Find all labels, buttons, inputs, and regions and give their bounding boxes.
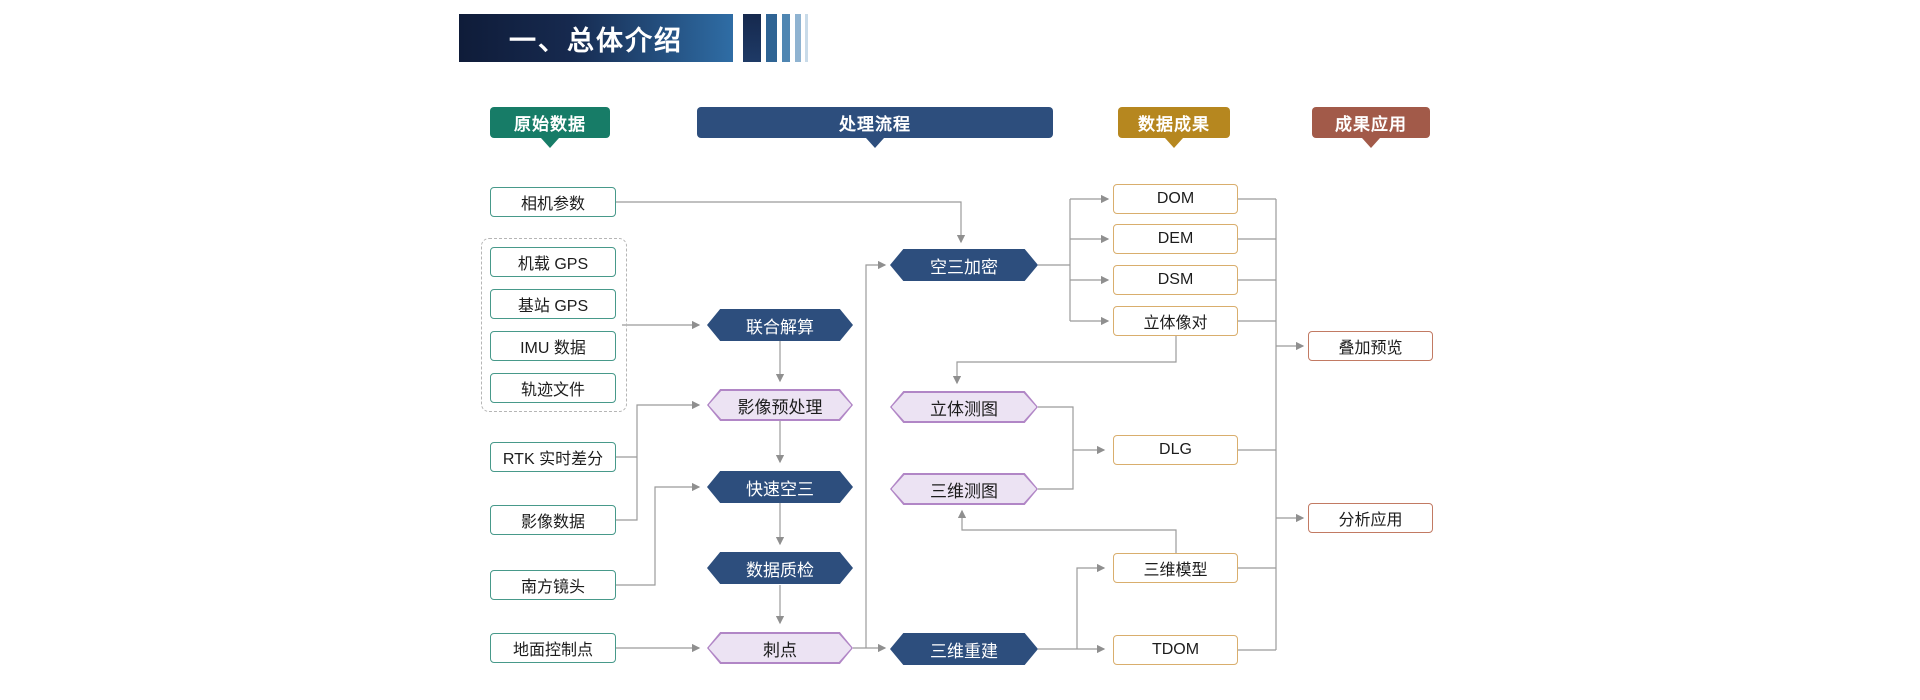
- node-label: 分析应用: [1338, 512, 1403, 529]
- node-label: IMU 数据: [520, 340, 586, 357]
- node-label: DSM: [1157, 271, 1194, 288]
- header-pointer: [541, 138, 559, 148]
- node-stereo-pair: 立体像对: [1113, 306, 1238, 336]
- node-point-pricking: 刺点: [707, 632, 853, 664]
- title-banner: 一、总体介绍: [459, 14, 733, 62]
- node-at-densification: 空三加密: [890, 249, 1038, 281]
- node-label: 影像预处理: [737, 397, 823, 417]
- node-trajectory-file: 轨迹文件: [490, 373, 616, 403]
- node-label: 机载 GPS: [517, 256, 589, 273]
- hexagon-fill: [708, 390, 852, 420]
- node-base-station-gps: 基站 GPS: [490, 289, 616, 319]
- column-header-raw-data: 原始数据: [490, 107, 610, 148]
- node-label: 立体测图: [930, 399, 998, 419]
- node-dem: DEM: [1113, 224, 1238, 254]
- node-fast-aerial-triangulation: 快速空三: [707, 471, 853, 503]
- banner-stripe: [782, 14, 790, 62]
- node-data-quality-check: 数据质检: [707, 552, 853, 584]
- node-label: 三维模型: [1143, 562, 1208, 579]
- column-header-results: 数据成果: [1118, 107, 1230, 148]
- node-imagery-data: 影像数据: [490, 505, 616, 535]
- banner-stripe: [766, 14, 777, 62]
- node-rtk-differential: RTK 实时差分: [490, 442, 616, 472]
- node-label: DLG: [1159, 441, 1192, 458]
- node-label: 三维重建: [930, 641, 998, 661]
- column-header-process: 处理流程: [697, 107, 1053, 148]
- node-imu-data: IMU 数据: [490, 331, 616, 361]
- node-label: 地面控制点: [512, 642, 593, 659]
- node-3d-reconstruction: 三维重建: [890, 633, 1038, 665]
- hexagon-fill: [891, 474, 1037, 504]
- node-overlay-preview: 叠加预览: [1308, 331, 1433, 361]
- node-label: RTK 实时差分: [502, 451, 604, 468]
- node-label: 快速空三: [746, 479, 814, 499]
- node-label: 影像数据: [520, 514, 585, 531]
- node-label: 轨迹文件: [520, 382, 585, 399]
- column-header-label: 原始数据: [514, 115, 586, 134]
- hexagon-fill: [891, 392, 1037, 422]
- banner-stripe: [805, 14, 808, 62]
- node-analysis-application: 分析应用: [1308, 503, 1433, 533]
- node-label: 基站 GPS: [517, 298, 589, 315]
- node-label: DEM: [1157, 230, 1194, 247]
- node-label: 叠加预览: [1338, 340, 1403, 357]
- node-label: TDOM: [1151, 641, 1200, 658]
- node-label: 三维测图: [930, 481, 998, 501]
- node-dlg: DLG: [1113, 435, 1238, 465]
- node-label: 联合解算: [746, 317, 814, 337]
- column-header-application: 成果应用: [1312, 107, 1430, 148]
- header-pointer: [1362, 138, 1380, 148]
- node-joint-solution: 联合解算: [707, 309, 853, 341]
- node-stereo-mapping: 立体测图: [890, 391, 1038, 423]
- node-label: 空三加密: [930, 257, 998, 277]
- node-south-lens: 南方镜头: [490, 570, 616, 600]
- node-label: 相机参数: [520, 196, 585, 213]
- banner-stripe: [743, 14, 761, 62]
- node-label: DOM: [1156, 190, 1195, 207]
- node-image-preprocess: 影像预处理: [707, 389, 853, 421]
- node-label: 刺点: [763, 640, 797, 660]
- header-pointer: [866, 138, 884, 148]
- node-dom: DOM: [1113, 184, 1238, 214]
- node-dsm: DSM: [1113, 265, 1238, 295]
- column-header-label: 处理流程: [839, 115, 911, 134]
- banner-stripe: [795, 14, 801, 62]
- node-label: 立体像对: [1143, 315, 1208, 332]
- node-tdom: TDOM: [1113, 635, 1238, 665]
- node-3d-model: 三维模型: [1113, 553, 1238, 583]
- node-3d-mapping: 三维测图: [890, 473, 1038, 505]
- header-pointer: [1165, 138, 1183, 148]
- node-airborne-gps: 机载 GPS: [490, 247, 616, 277]
- column-header-label: 数据成果: [1138, 115, 1210, 134]
- node-camera-params: 相机参数: [490, 187, 616, 217]
- gps-data-group: [481, 238, 627, 412]
- node-ground-control-points: 地面控制点: [490, 633, 616, 663]
- node-label: 数据质检: [746, 560, 814, 580]
- column-header-label: 成果应用: [1335, 115, 1407, 134]
- node-label: 南方镜头: [520, 579, 585, 596]
- banner-title: 一、总体介绍: [509, 25, 683, 56]
- hexagon-fill: [708, 633, 852, 663]
